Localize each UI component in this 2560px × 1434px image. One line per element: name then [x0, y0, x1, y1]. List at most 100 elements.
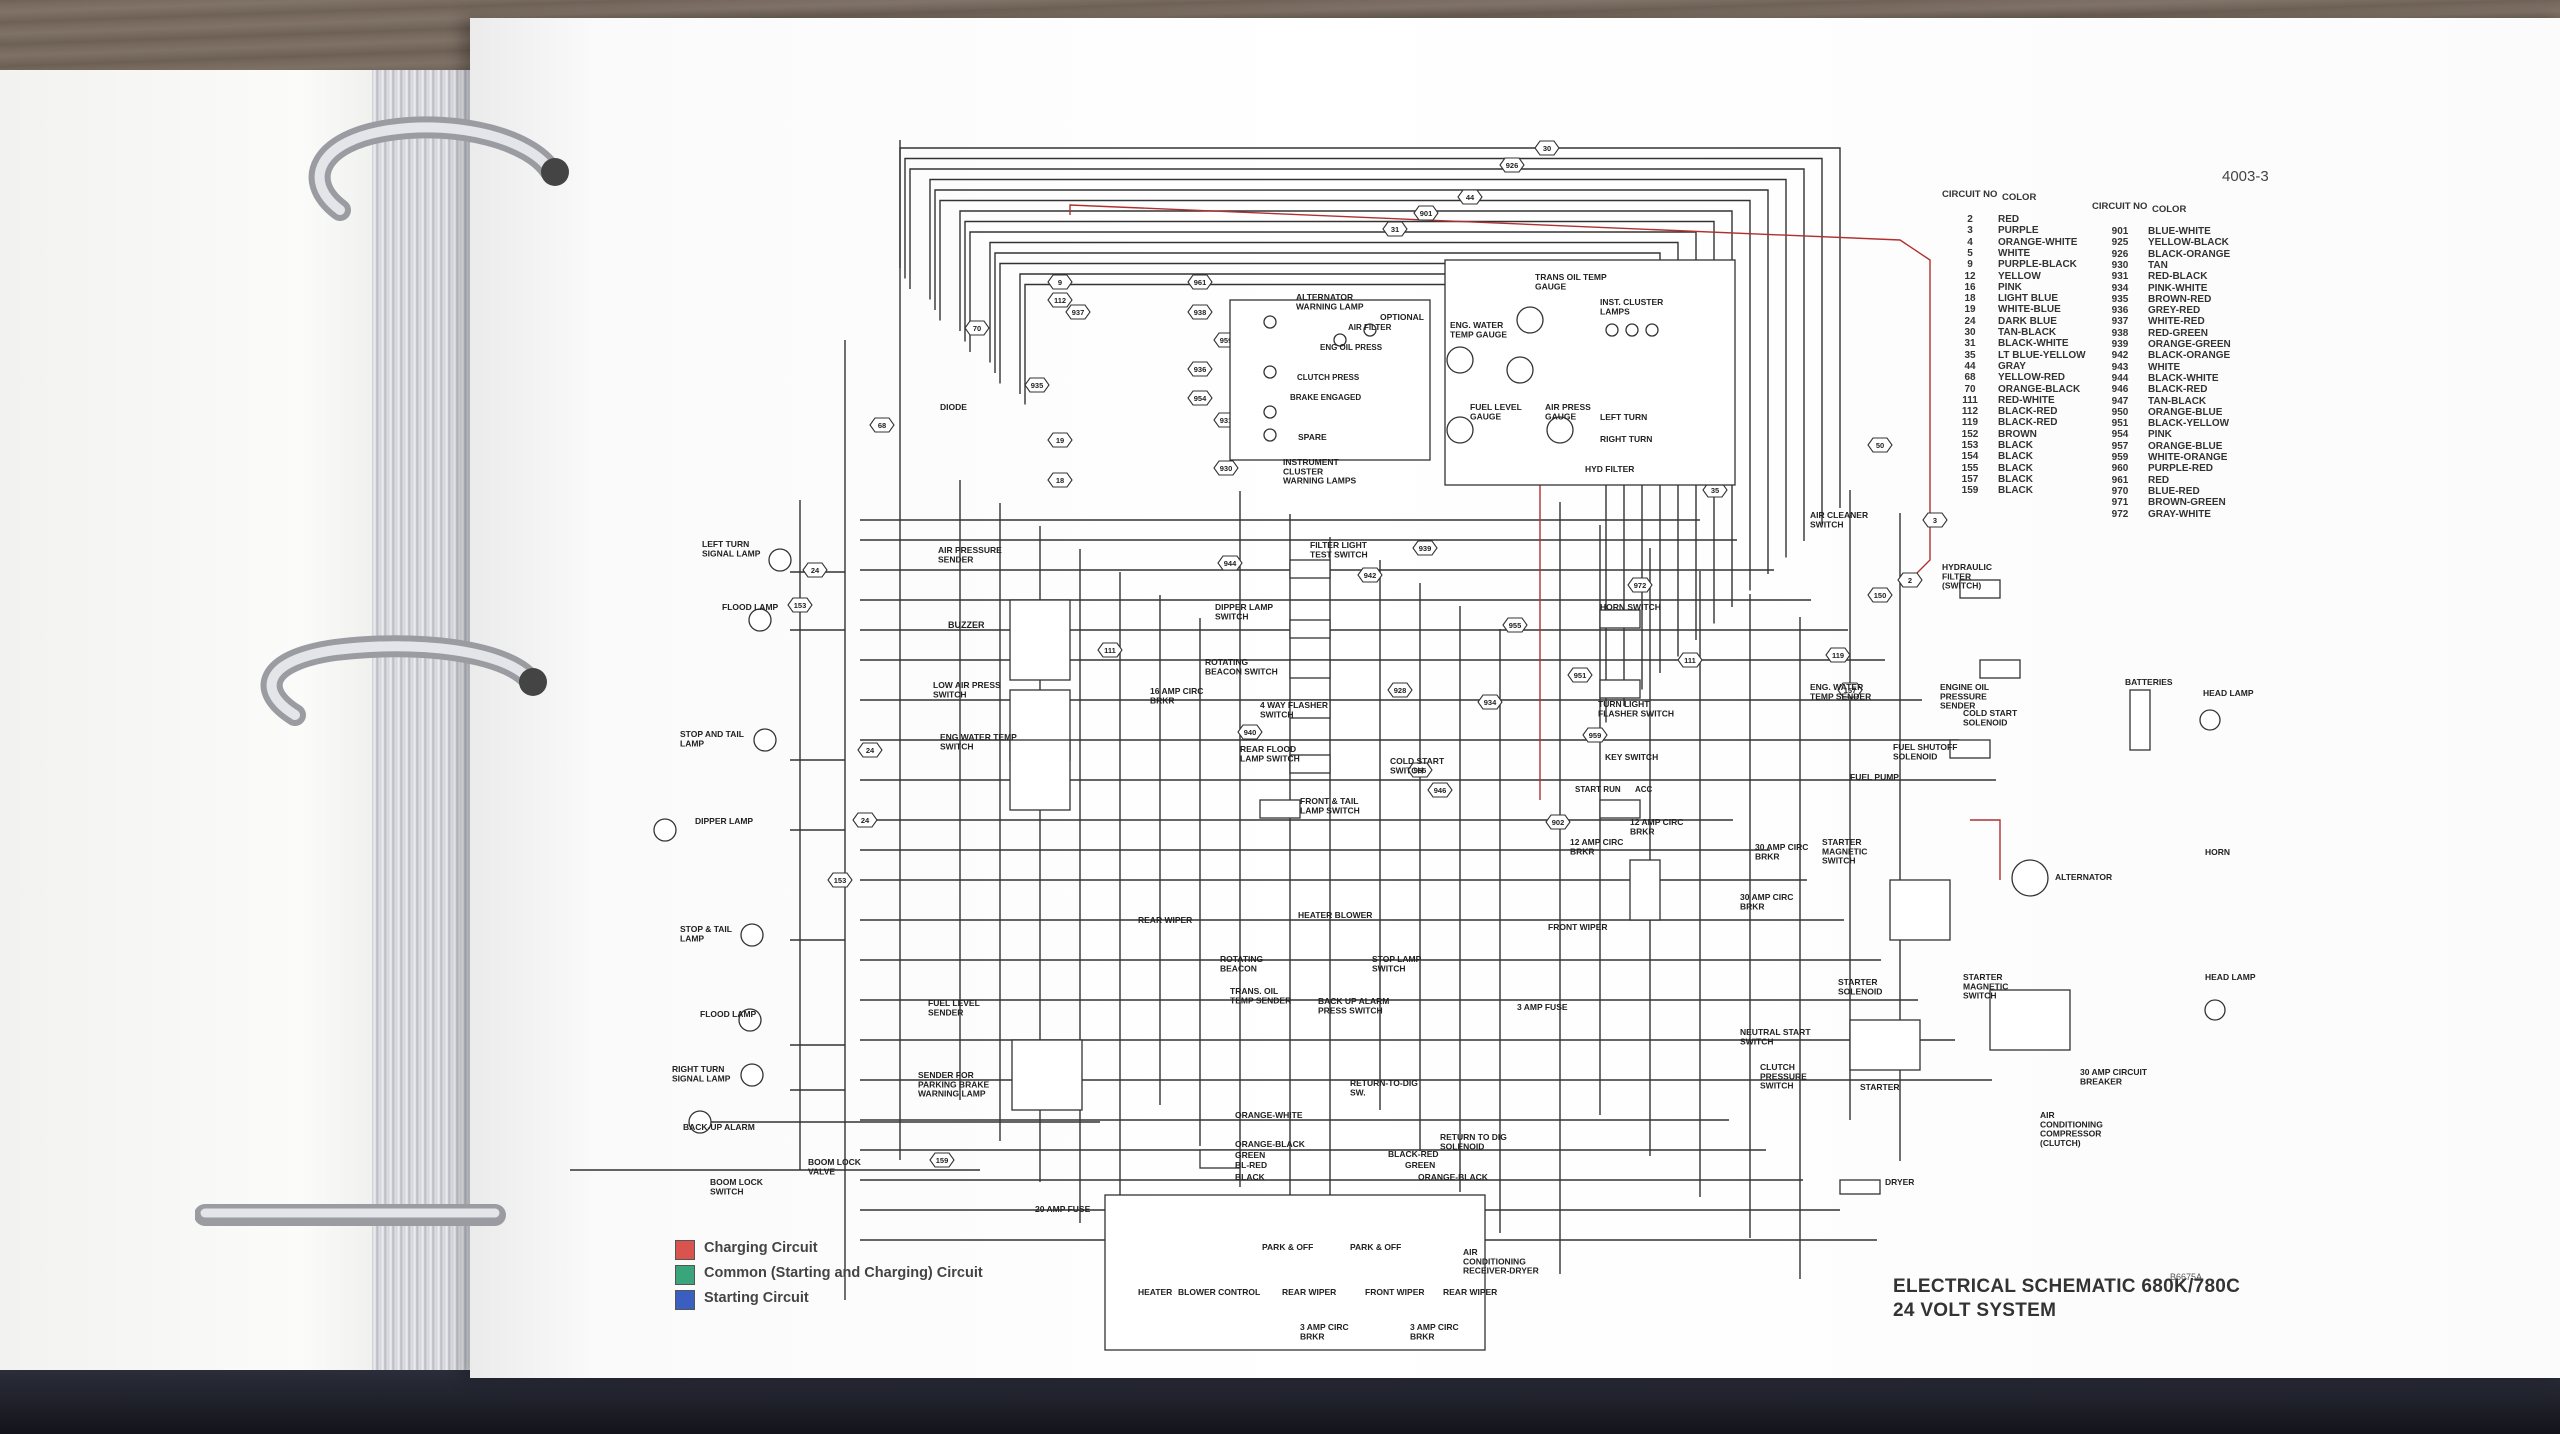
circuit-color: BROWN-GREEN	[2148, 497, 2226, 509]
circuit-number: 154	[1961, 451, 1979, 463]
alternator-symbol	[2011, 859, 2049, 897]
circuit-number: 16	[1964, 281, 1976, 293]
wire-number-tag: 938	[1187, 304, 1213, 320]
color-table-row: 944 BLACK-WHITE	[2092, 373, 2219, 384]
harness-wire	[909, 168, 1805, 541]
circuit-number: 31	[1964, 338, 1976, 350]
circuit-number: 44	[1964, 360, 1976, 372]
svg-text:955: 955	[1509, 621, 1522, 630]
wire-number-tag: 24	[857, 742, 883, 758]
component-label-hyd-filter: HYD FILTER	[1585, 464, 1634, 474]
wire-number-tag: 928	[1387, 682, 1413, 698]
component-label-left-turn: LEFT TURN	[1600, 412, 1647, 422]
component-label-acc: ACC	[1635, 785, 1653, 794]
component-label-bl-red: BL-RED	[1235, 1160, 1267, 1170]
component-label-front-wiper: FRONT WIPER	[1548, 922, 1608, 932]
wire-number-tag: 955	[1502, 617, 1528, 633]
lamp-symbol	[653, 818, 677, 842]
circuit-color: BLACK	[1998, 473, 2033, 485]
lamp-symbol	[1605, 323, 1619, 337]
circuit-number: 959	[2111, 452, 2129, 463]
col1-header-circuit: CIRCUIT NO	[1942, 189, 1998, 200]
component-label-rear-wiper: REAR WIPER	[1138, 915, 1192, 925]
circuit-number: 111	[1962, 394, 1978, 406]
circuit-color: PINK	[2148, 429, 2172, 441]
wire-number-tag: 942	[1357, 567, 1383, 583]
circuit-number: 4	[1967, 236, 1973, 248]
circuit-color: BLACK	[1998, 440, 2033, 451]
circuit-color: WHITE-ORANGE	[2148, 452, 2228, 463]
circuit-color: LT BLUE-YELLOW	[1998, 349, 2086, 361]
circuit-color: ORANGE-BLACK	[1998, 383, 2081, 395]
wire-number-tag: 111	[1677, 652, 1703, 668]
wire-number-tag: 112	[1047, 292, 1073, 308]
lamp-symbol	[748, 608, 772, 632]
wire-number-tag: 959	[1582, 727, 1608, 743]
circuit-color: PURPLE-RED	[2148, 463, 2214, 475]
svg-text:159: 159	[936, 1156, 949, 1165]
component-label-right-turn: RIGHT TURN	[1600, 434, 1652, 444]
circuit-number: 2	[1967, 214, 1973, 225]
starter-solenoid-box	[1849, 1019, 1921, 1071]
svg-text:153: 153	[794, 601, 807, 610]
switch-symbol	[1289, 659, 1331, 679]
svg-text:936: 936	[1194, 365, 1207, 374]
wire-number-tag: 150	[1867, 587, 1893, 603]
wire-number-tag: 939	[1412, 540, 1438, 556]
wire-number-tag: 70	[964, 320, 990, 336]
circuit-color: RED-WHITE	[1998, 394, 2055, 406]
wire-number-tag: 30	[1534, 140, 1560, 156]
circuit-number: 970	[2111, 485, 2129, 497]
circuit-color: WHITE-RED	[2148, 316, 2205, 328]
circuit-number: 936	[2111, 305, 2129, 317]
circuit-number: 926	[2111, 248, 2129, 260]
color-table-row: 939 ORANGE-GREEN	[2092, 339, 2231, 350]
harness-wire	[939, 199, 1751, 591]
svg-text:150: 150	[1874, 591, 1887, 600]
warning-lamp-symbol	[1363, 323, 1377, 337]
svg-text:24: 24	[866, 746, 875, 755]
wire-number-tag: 44	[1457, 189, 1483, 205]
circuit-number: 19	[1964, 304, 1976, 316]
circuit-color: BLACK-RED	[1998, 406, 2058, 418]
batteries-symbol	[2129, 689, 2151, 751]
legend-label-common: Common (Starting and Charging) Circuit	[704, 1265, 983, 1281]
wire-number-tag: 31	[1382, 221, 1408, 237]
circuit-number: 954	[2111, 429, 2129, 441]
component-label-rear-wiper-b: REAR WIPER	[1282, 1287, 1336, 1297]
circuit-number: 951	[2111, 418, 2129, 430]
svg-text:935: 935	[1031, 381, 1044, 390]
circuit-color: RED	[1998, 214, 2020, 225]
circuit-color: GRAY	[1998, 360, 2026, 372]
circuit-number: 946	[2111, 384, 2129, 396]
circuit-color: BLACK-ORANGE	[2148, 248, 2231, 260]
circuit-number: 939	[2111, 339, 2129, 350]
color-table-row: 971 BROWN-GREEN	[2092, 497, 2226, 508]
circuit-color: ORANGE-GREEN	[2148, 339, 2231, 350]
svg-text:961: 961	[1194, 278, 1207, 287]
dryer-box	[1839, 1179, 1881, 1195]
circuit-color: BLACK-WHITE	[2148, 372, 2219, 384]
circuit-number: 944	[2111, 372, 2129, 384]
circuit-number: 938	[2111, 327, 2129, 339]
svg-text:18: 18	[1056, 476, 1064, 485]
circuit-number: 971	[2111, 497, 2129, 509]
component-label-start-run: START RUN	[1575, 785, 1621, 794]
wire-number-tag: 954	[1187, 390, 1213, 406]
